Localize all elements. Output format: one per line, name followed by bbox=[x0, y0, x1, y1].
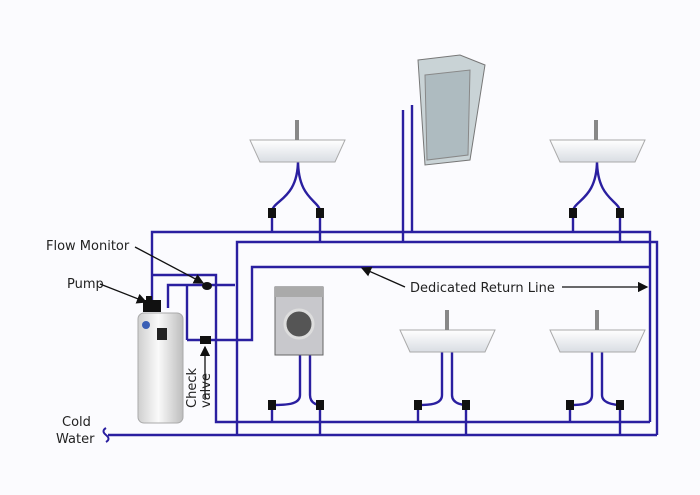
shower-stall bbox=[417, 54, 486, 166]
check-valve-label-2: valve bbox=[199, 373, 214, 408]
return-line-pipe bbox=[187, 265, 650, 342]
valves bbox=[143, 208, 624, 410]
sink-bottom-right bbox=[549, 329, 646, 353]
cold-water-label-2: Water bbox=[56, 432, 95, 447]
flow-monitor-pipe bbox=[152, 273, 650, 424]
heater-outlet-pipe bbox=[166, 283, 235, 308]
pump-label: Pump bbox=[67, 277, 104, 292]
return-arrow-left bbox=[360, 266, 406, 288]
cold-inlet-squiggle bbox=[102, 427, 110, 443]
flow-monitor bbox=[202, 282, 212, 290]
supply-pipe-2 bbox=[235, 240, 659, 435]
check-valve bbox=[200, 336, 211, 344]
check-valve-label-1: Check bbox=[185, 368, 200, 408]
flow-monitor-arrow bbox=[134, 246, 205, 284]
hot-supply-pipe bbox=[150, 230, 652, 422]
sinks bbox=[249, 120, 646, 353]
pump bbox=[143, 296, 161, 312]
pipes bbox=[108, 105, 659, 437]
sink-top-right bbox=[549, 139, 646, 163]
washing-machine bbox=[274, 286, 324, 356]
water-heater bbox=[137, 312, 184, 424]
sink-bottom-middle bbox=[399, 329, 496, 353]
flow-monitor-label: Flow Monitor bbox=[46, 239, 130, 254]
annotation-arrows bbox=[99, 246, 649, 400]
pump-arrow bbox=[99, 283, 148, 304]
cold-water-label-1: Cold bbox=[62, 415, 91, 430]
return-line-label: Dedicated Return Line bbox=[410, 281, 555, 296]
sink-top-left bbox=[249, 139, 346, 163]
